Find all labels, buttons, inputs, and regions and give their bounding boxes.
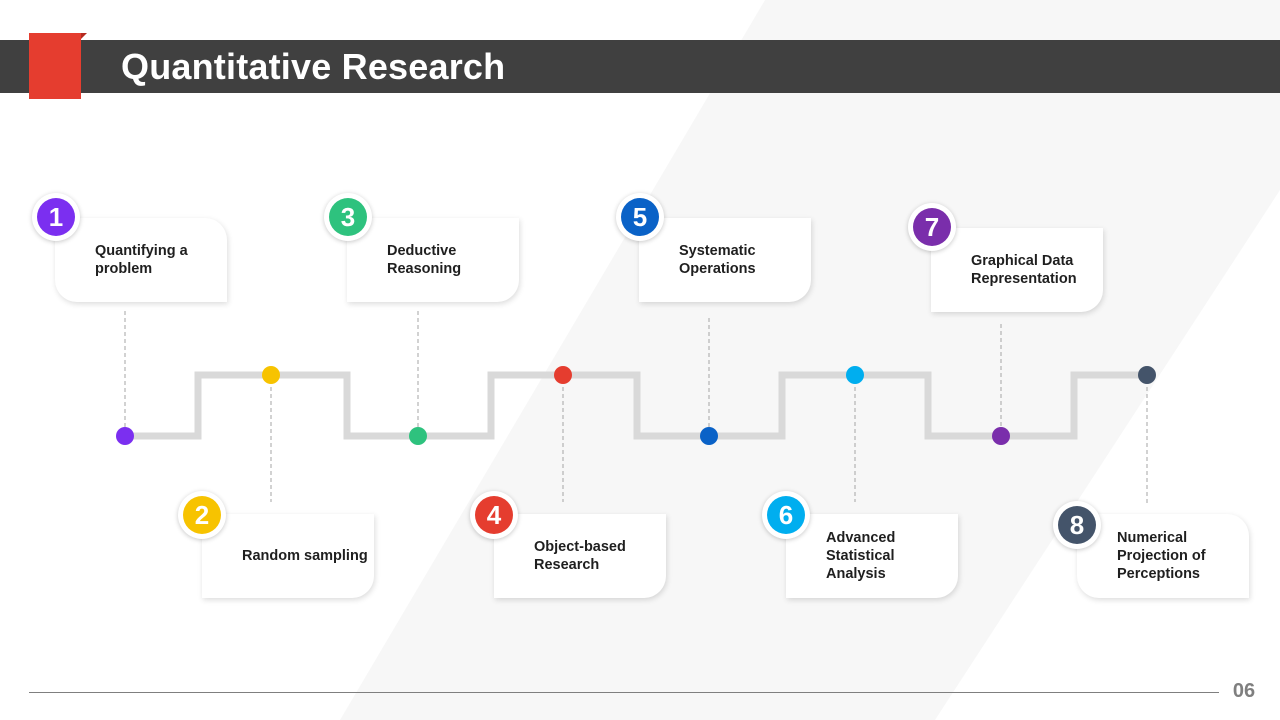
step-label-5: Systematic Operations (679, 243, 756, 277)
page-number: 06 (1232, 680, 1256, 702)
step-label-8: Numerical Projection of Perceptions (1117, 530, 1206, 582)
step-badge-2: 2 (178, 491, 226, 539)
timeline-marker-4 (554, 366, 572, 384)
step-badge-5: 5 (616, 193, 664, 241)
step-number-4: 4 (475, 496, 513, 534)
step-number-8: 8 (1058, 506, 1096, 544)
step-badge-3: 3 (324, 193, 372, 241)
step-label-1: Quantifying a problem (95, 243, 188, 277)
step-card-8: Numerical Projection of Perceptions (1077, 514, 1249, 598)
timeline-marker-3 (409, 427, 427, 445)
step-number-6: 6 (767, 496, 805, 534)
step-badge-8: 8 (1053, 501, 1101, 549)
header-bar (0, 40, 1280, 93)
step-label-3: Deductive Reasoning (387, 243, 462, 277)
step-label-6: Advanced Statistical Analysis (826, 530, 896, 582)
step-card-1: Quantifying a problem (55, 218, 227, 302)
footer-divider (29, 692, 1219, 693)
timeline-markers (116, 366, 1156, 445)
step-number-1: 1 (37, 198, 75, 236)
step-number-7: 7 (913, 208, 951, 246)
step-number-2: 2 (183, 496, 221, 534)
step-label-7: Graphical Data Representation (971, 253, 1077, 287)
step-card-6: Advanced Statistical Analysis (786, 514, 958, 598)
step-badge-6: 6 (762, 491, 810, 539)
page-title: Quantitative Research (121, 46, 506, 87)
timeline-marker-7 (992, 427, 1010, 445)
timeline-marker-2 (262, 366, 280, 384)
step-card-3: Deductive Reasoning (347, 218, 519, 302)
step-card-5: Systematic Operations (639, 218, 811, 302)
step-number-5: 5 (621, 198, 659, 236)
step-badge-7: 7 (908, 203, 956, 251)
timeline-connectors (124, 311, 1148, 505)
step-card-4: Object-based Research (494, 514, 666, 598)
header-accent-tab (29, 33, 87, 99)
timeline-marker-1 (116, 427, 134, 445)
step-number-3: 3 (329, 198, 367, 236)
step-badge-4: 4 (470, 491, 518, 539)
step-label-4: Object-based Research (534, 539, 626, 573)
step-card-2: Random sampling (202, 514, 374, 598)
timeline-marker-5 (700, 427, 718, 445)
timeline-track (125, 371, 1147, 440)
timeline-marker-6 (846, 366, 864, 384)
step-label-2: Random sampling (242, 548, 368, 564)
timeline-marker-8 (1138, 366, 1156, 384)
step-card-7: Graphical Data Representation (931, 228, 1103, 312)
step-badge-1: 1 (32, 193, 80, 241)
